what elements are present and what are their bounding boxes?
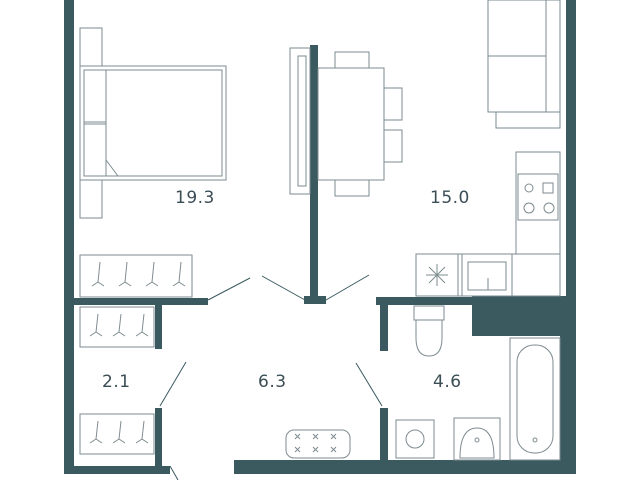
- sofa: [487, 0, 561, 129]
- pillow-top: [83, 69, 107, 123]
- sofa-back: [545, 0, 561, 129]
- closet-wall-bottom: [155, 408, 162, 470]
- bathroom-fixtures: [395, 305, 561, 461]
- door-swing-hall-left: [261, 275, 306, 301]
- drain-icon: [532, 437, 538, 443]
- bathroom-sink-basin: [459, 427, 495, 459]
- burner-icon: [523, 202, 535, 214]
- tv-screen: [297, 55, 307, 187]
- sofa-cushion-2: [487, 55, 547, 113]
- burner-icon: [543, 202, 555, 214]
- living-bottom-wall: [376, 297, 476, 305]
- outer-wall-bottom-right: [234, 460, 576, 474]
- hanger-icon: [112, 313, 126, 337]
- kitchen: [415, 151, 561, 297]
- hanger-icon: [135, 313, 149, 337]
- bath-wall-bottom: [380, 408, 388, 466]
- burner-icon: [524, 183, 534, 193]
- washing-machine-drum: [405, 429, 425, 449]
- bath-corner-block: [472, 296, 576, 336]
- pillow-bottom: [83, 123, 107, 177]
- door-swings: [159, 274, 383, 480]
- hanger-icon: [112, 420, 126, 444]
- hanger-icon: [89, 420, 103, 444]
- kitchen-sink-basin: [467, 261, 507, 291]
- bedroom-furniture: [79, 27, 227, 219]
- toilet-tank: [413, 305, 445, 321]
- bedroom-wardrobe: [79, 254, 193, 298]
- living-area-label: 15.0: [430, 188, 470, 208]
- hanger-icon: [135, 420, 149, 444]
- burner-icon: [542, 182, 554, 194]
- dining-table: [317, 67, 385, 181]
- bathtub-inner: [516, 344, 554, 454]
- hanger-icon: [145, 261, 159, 287]
- chair-right-2: [383, 129, 403, 163]
- sofa-arm: [495, 111, 561, 129]
- sofa-cushion-1: [487, 0, 547, 57]
- outer-wall-right: [566, 0, 576, 340]
- stove: [517, 173, 559, 221]
- dining-set: [317, 51, 403, 197]
- faucet-icon: [474, 437, 480, 443]
- door-swing-bathroom: [355, 362, 383, 407]
- shoe-rack: [285, 429, 351, 459]
- door-swing-bedroom: [207, 277, 251, 301]
- toilet-icon: [415, 319, 443, 357]
- closet-wardrobe-top: [79, 306, 155, 348]
- bath-wall-top: [380, 305, 388, 351]
- closet-wall-top: [155, 303, 162, 349]
- partition-end-cap: [304, 296, 326, 304]
- partition-bedroom-living: [310, 45, 318, 303]
- bedroom-area-label: 19.3: [175, 188, 215, 208]
- fridge-icon: [426, 264, 448, 286]
- outer-wall-left: [64, 0, 74, 474]
- closet-wardrobe-bottom: [79, 413, 155, 455]
- hanger-icon: [118, 261, 132, 287]
- door-swing-hall-right: [325, 274, 370, 301]
- closet-area-label: 2.1: [102, 372, 131, 392]
- blanket-fold: [105, 70, 119, 177]
- walls: [64, 0, 576, 474]
- closet-shelf-bottom: [79, 413, 155, 455]
- outer-wall-right-lower: [560, 330, 576, 474]
- hanger-icon: [89, 313, 103, 337]
- door-swing-entrance: [169, 465, 179, 480]
- chair-bottom: [334, 179, 370, 197]
- shoe-icon: [294, 433, 337, 453]
- outer-wall-bottom-left: [64, 466, 170, 474]
- bed-inner: [83, 69, 223, 177]
- door-swing-closet: [159, 361, 187, 407]
- tv-unit: [289, 47, 311, 195]
- chair-top: [334, 51, 370, 69]
- hallway-area-label: 6.3: [258, 372, 287, 392]
- hanger-icon: [91, 261, 105, 287]
- bedroom-wardrobe-box: [79, 254, 193, 298]
- closet-shelf-top: [79, 306, 155, 348]
- chair-right-1: [383, 87, 403, 121]
- hanger-icon: [172, 261, 186, 287]
- bedroom-bottom-wall: [74, 298, 208, 305]
- bathroom-area-label: 4.6: [433, 372, 462, 392]
